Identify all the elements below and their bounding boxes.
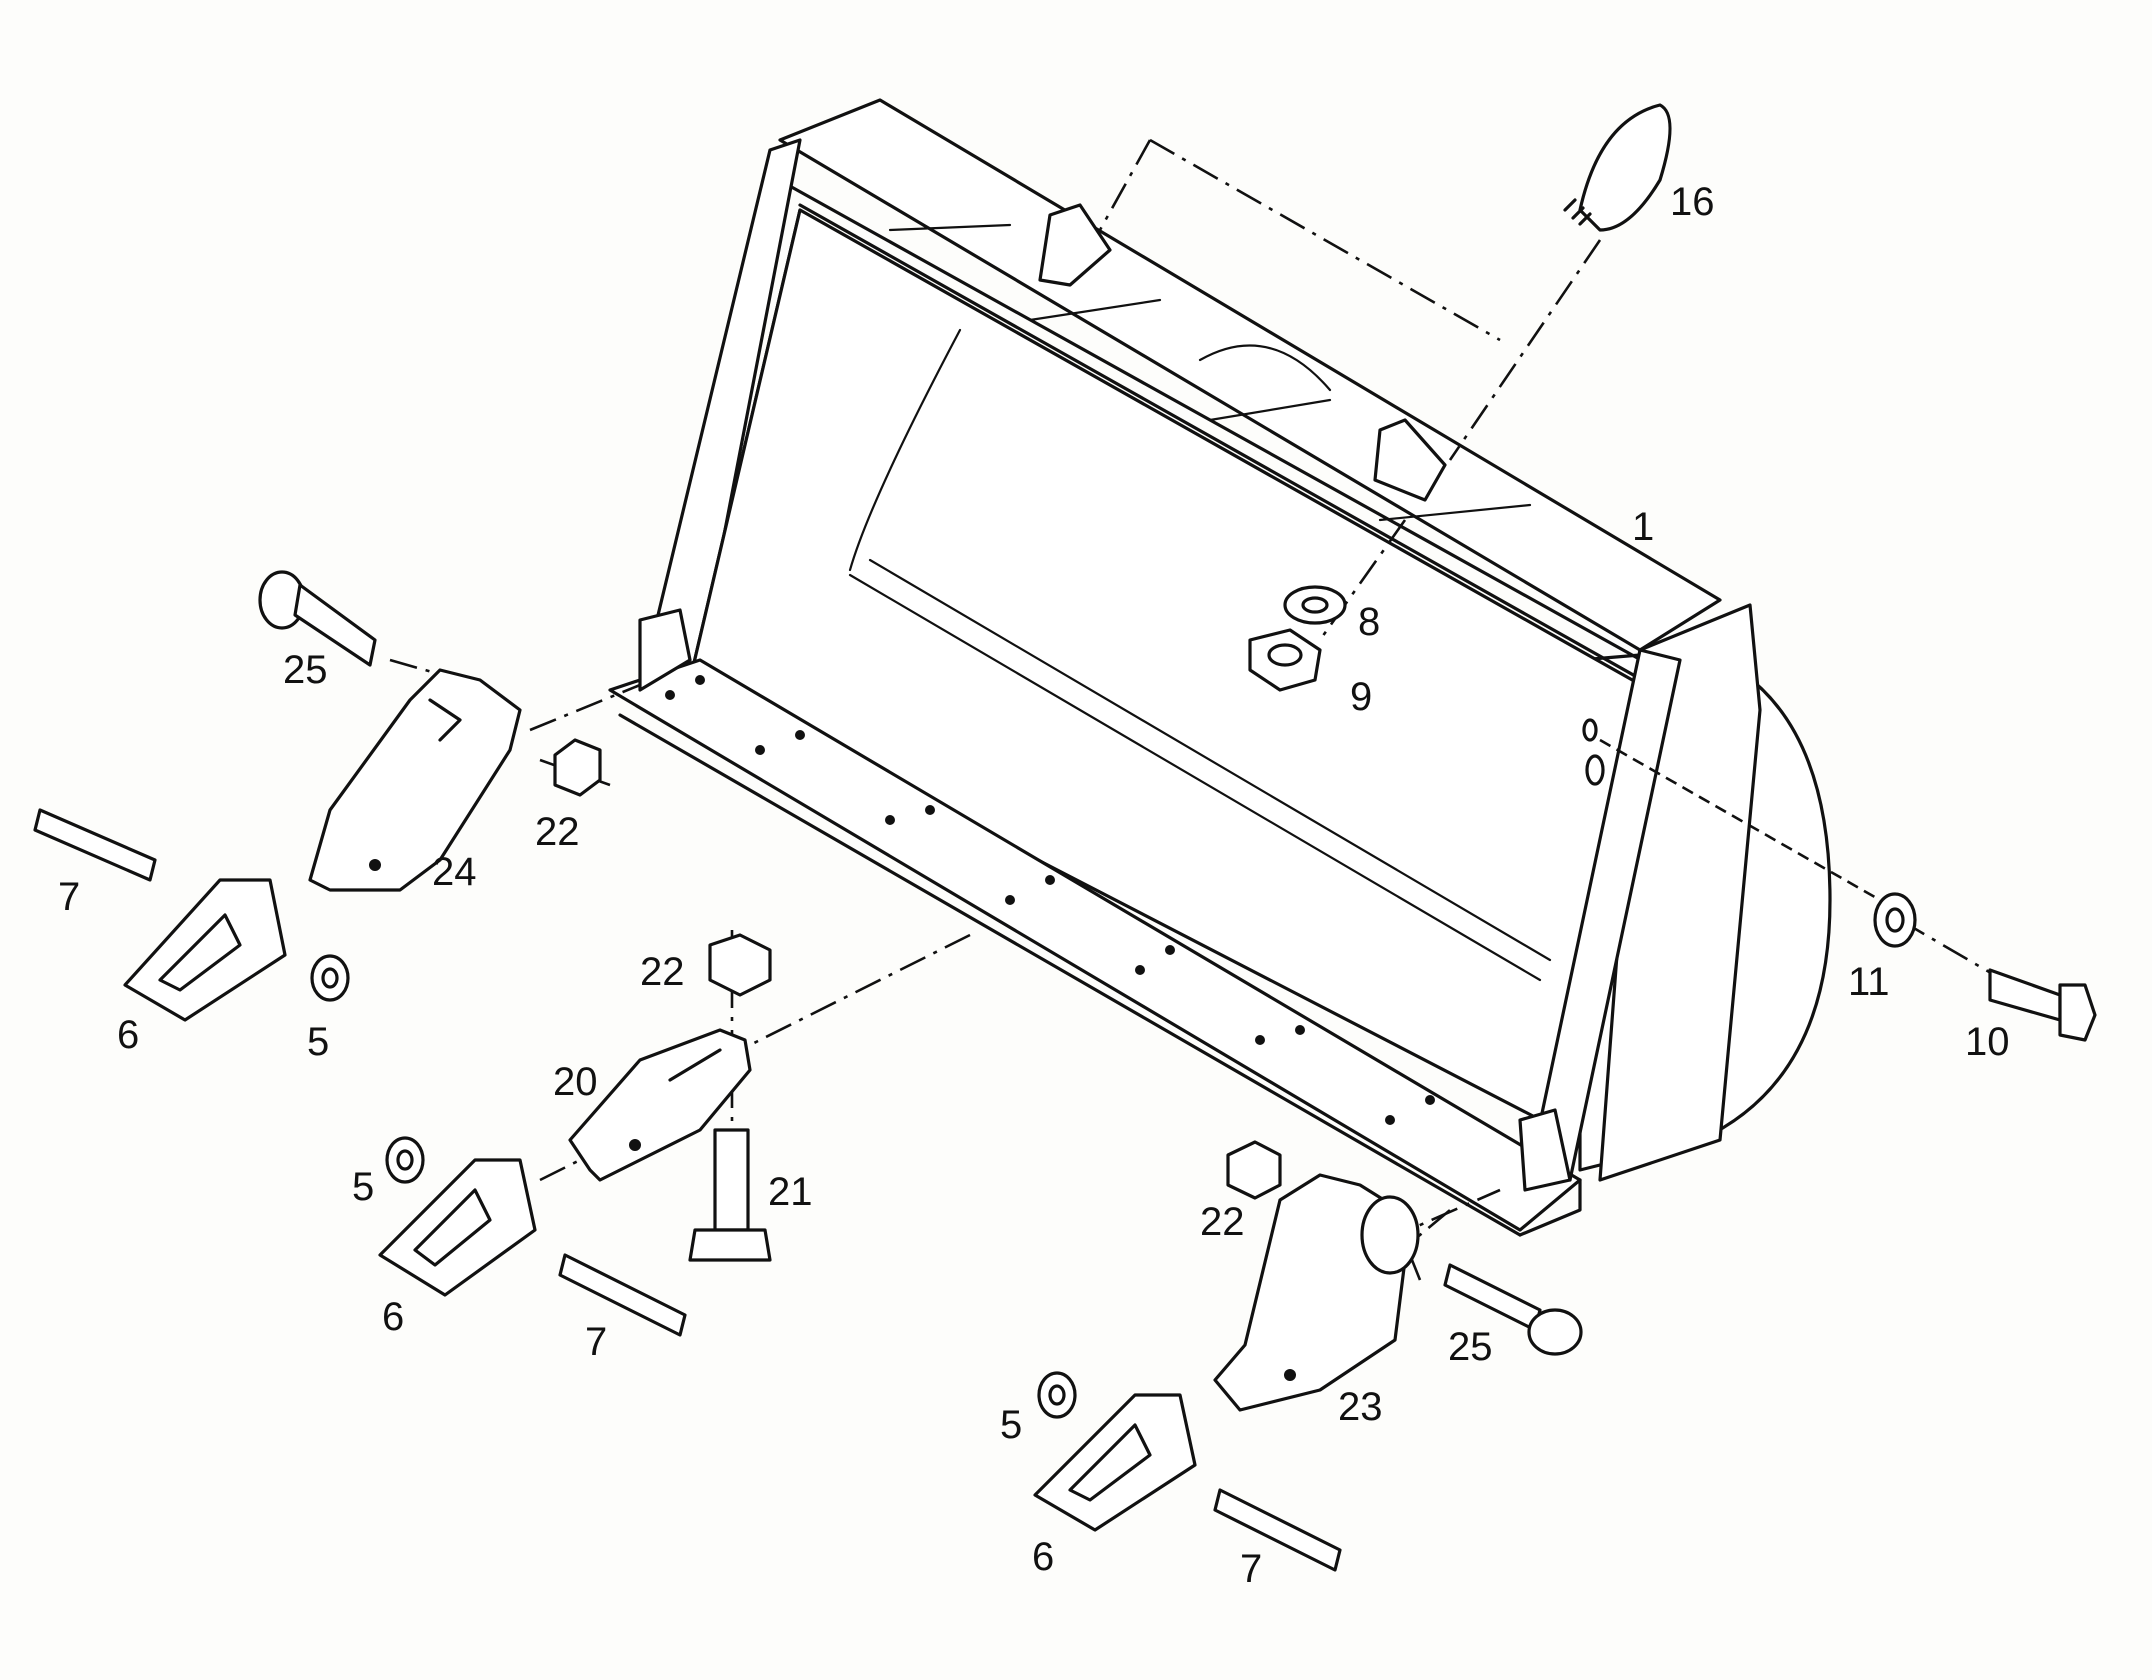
callout-tooth-right: 6 [1032,1535,1054,1579]
callout-bolt-top: 16 [1670,180,1715,224]
callout-bucket: 1 [1632,505,1654,549]
bucket [608,98,1832,1237]
adapter-center [568,1028,752,1182]
bolt-right [1988,968,2097,1042]
nut-left [553,738,602,797]
callout-adapter-center: 20 [553,1060,598,1104]
callout-pin-right: 7 [1240,1547,1262,1591]
bolt-top [1563,103,1672,232]
tooth-left [123,878,287,1022]
bolt-right-lower [1443,1263,1583,1356]
callout-tooth-left: 6 [117,1013,139,1057]
pin-left [33,808,157,882]
callout-tooth-center: 6 [382,1295,404,1339]
callout-nut-right: 22 [1200,1200,1245,1244]
washer-right [1873,892,1917,948]
callout-adapter-left: 24 [432,850,477,894]
callout-adapter-right: 23 [1338,1385,1383,1429]
callout-bolt-left: 25 [283,648,328,692]
callout-washer-right: 11 [1848,960,1890,1004]
callout-washer-right-lower: 5 [1000,1403,1022,1447]
callout-washer-left: 5 [307,1020,329,1064]
callout-washer-center: 5 [352,1165,374,1209]
callout-bolt-right: 10 [1965,1020,2010,1064]
callout-bolt-center: 21 [768,1170,813,1214]
callout-pin-center: 7 [585,1320,607,1364]
washer-left [310,954,350,1002]
callout-washer-top: 8 [1358,600,1380,644]
tooth-center [378,1158,537,1297]
bolt-center [688,1128,772,1262]
callout-nut-center: 22 [640,950,685,994]
callout-labels: 1 16 8 9 11 10 25 24 22 7 6 5 22 20 21 5… [58,180,2010,1591]
washer-center [385,1136,425,1184]
nut-right [1226,1140,1282,1200]
washer-right-lower [1037,1371,1077,1419]
adapter-right [1213,1173,1420,1412]
pin-right [1213,1488,1342,1572]
nut-top [1248,628,1322,692]
tooth-right [1033,1393,1197,1532]
pin-center [558,1253,687,1337]
washer-top [1283,585,1347,625]
callout-nut-left: 22 [535,810,580,854]
adapter-left [308,668,522,892]
nut-center [708,933,772,997]
callout-nut-top: 9 [1350,675,1372,719]
callout-pin-left: 7 [58,875,80,919]
callout-bolt-right-lower: 25 [1448,1325,1493,1369]
bolt-left [258,570,377,667]
